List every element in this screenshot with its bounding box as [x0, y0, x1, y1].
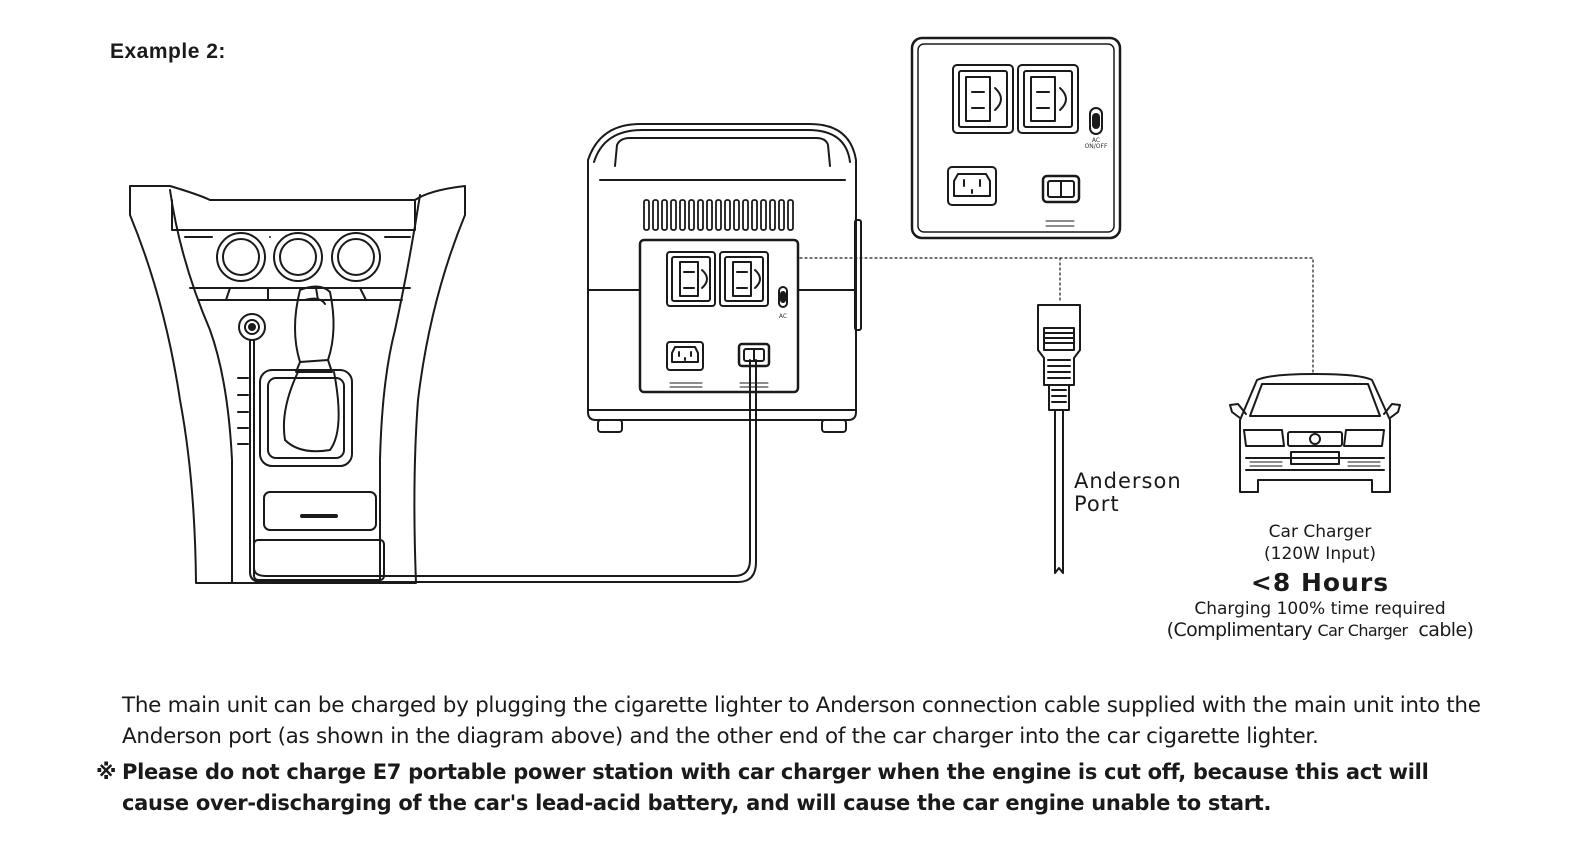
panel-ac-switch-label: AC [1092, 137, 1100, 144]
power-station-illustration [587, 123, 862, 433]
car-illustration [1229, 373, 1401, 493]
cable-note-close: cable) [1407, 619, 1474, 641]
anderson-port-label-line2: Port [1074, 492, 1120, 516]
reference-mark: ※ [96, 760, 117, 784]
warning-text: Please do not charge E7 portable power s… [122, 760, 1429, 815]
car-charger-info: Car Charger (120W Input) <8 Hours Chargi… [1160, 520, 1480, 641]
charging-requirement: Charging 100% time required [1194, 599, 1446, 619]
zoomed-front-panel [910, 36, 1122, 240]
svg-text:ON/OFF: ON/OFF [1085, 143, 1108, 150]
anderson-port-label: Anderson Port [1074, 470, 1182, 516]
car-console-illustration [129, 185, 466, 584]
description-paragraph: The main unit can be charged by plugging… [122, 693, 1481, 749]
anderson-connector-illustration [1037, 304, 1081, 574]
cigarette-lighter-socket [238, 313, 266, 341]
cable-note-open: (Complimentary [1166, 619, 1318, 641]
car-charger-name: Car Charger [1268, 522, 1372, 542]
unit-ac-switch-label: AC [779, 313, 787, 320]
anderson-port-label-line1: Anderson [1074, 469, 1182, 493]
cable-note-mid: Car Charger [1317, 621, 1409, 640]
callout-dotted-line [799, 257, 1314, 373]
car-charger-input: (120W Input) [1264, 544, 1376, 564]
car-charger-cable [249, 339, 757, 583]
charging-time: <8 Hours [1250, 568, 1390, 597]
complimentary-cable-note: (Complimentary Car Charger cable) [1160, 619, 1480, 641]
example-heading: Example 2: [110, 40, 226, 63]
